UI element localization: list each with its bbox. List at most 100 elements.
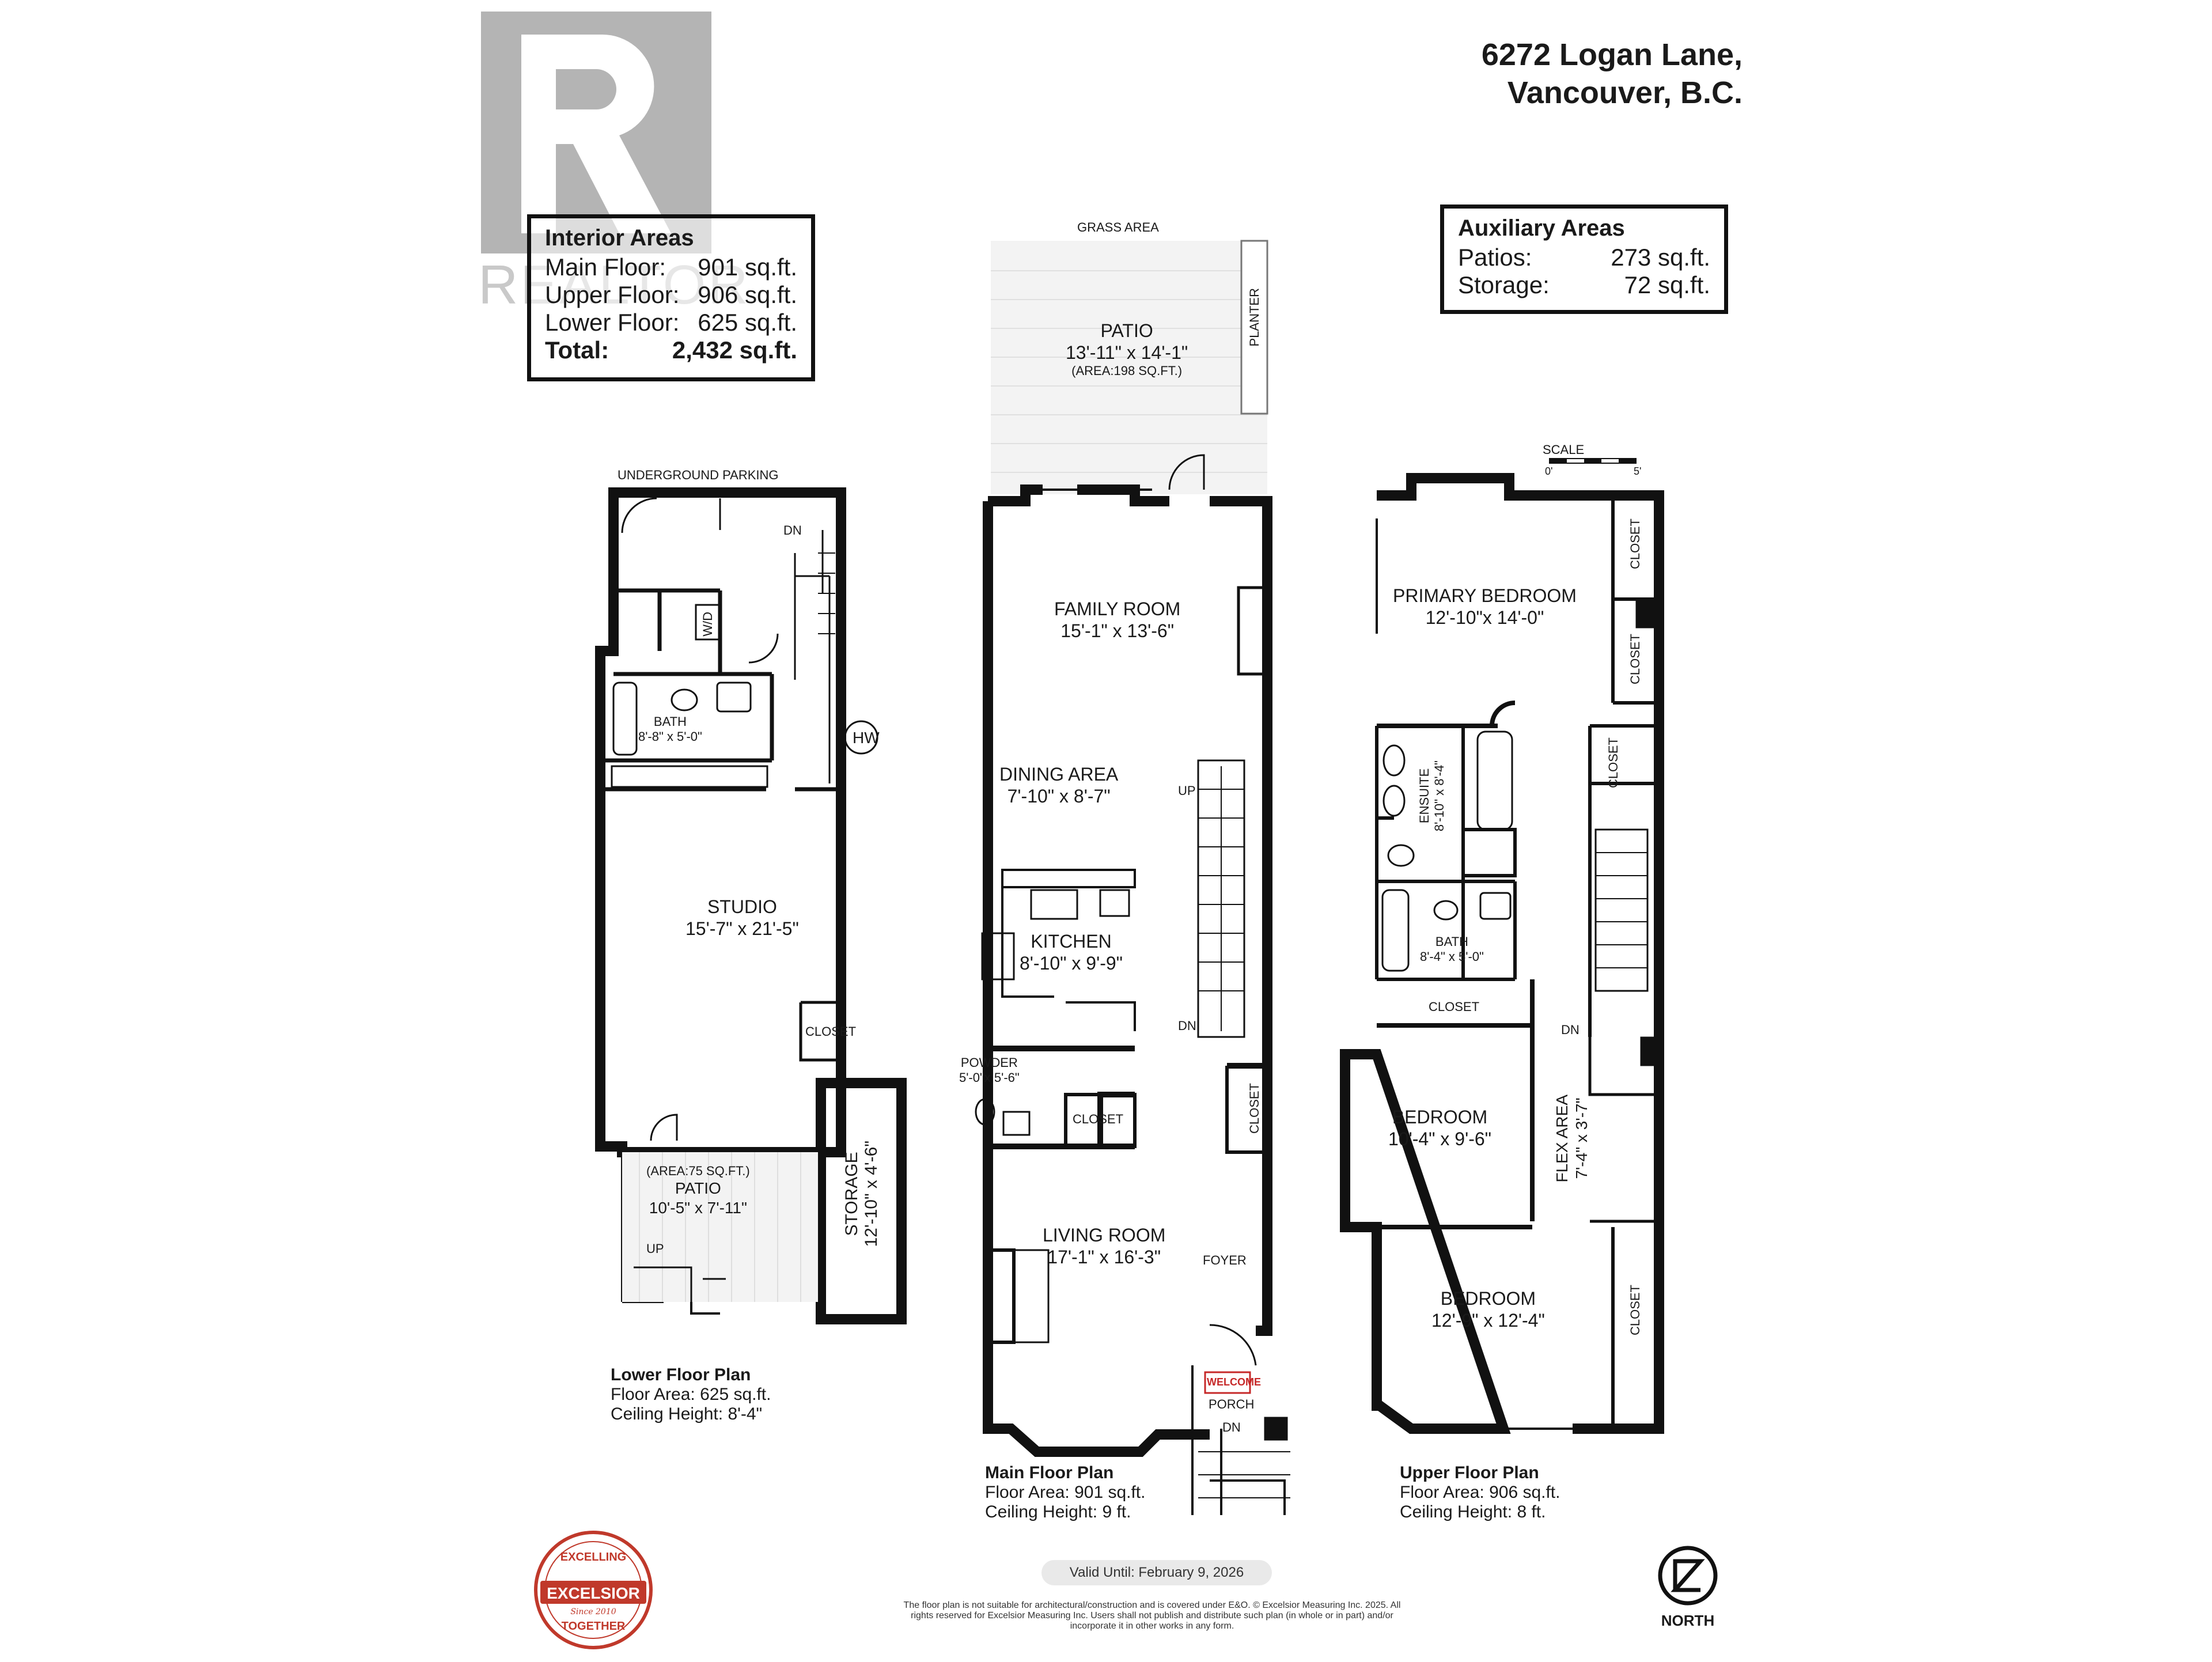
foyer-label: FOYER [1203, 1253, 1247, 1267]
room-dim: 15'-1" x 13'-6" [1060, 620, 1175, 641]
welcome-mat-label: WELCOME [1207, 1376, 1261, 1388]
disclaimer-text: The floor plan is not suitable for archi… [903, 1600, 1401, 1631]
room-dim: 5'-0"x 5'-6" [959, 1070, 1020, 1085]
room-name: LIVING ROOM [1043, 1225, 1166, 1245]
row-label: Lower Floor: [545, 309, 680, 336]
room-name: DINING AREA [999, 764, 1119, 785]
room-dim: 8'-10" x 9'-9" [1020, 953, 1123, 974]
interior-areas-title: Interior Areas [545, 225, 694, 251]
flex-area-label: FLEX AREA 7'-4" x 3'-7" [1552, 1095, 1592, 1183]
upper-closet-b-label: CLOSET [1628, 634, 1642, 685]
room-name: PATIO [1100, 320, 1153, 341]
lower-floor-caption: Lower Floor Plan Floor Area: 625 sq.ft. … [611, 1365, 771, 1424]
interior-row-main: Main Floor:901 sq.ft. [545, 253, 797, 281]
address-line-1: 6272 Logan Lane, [1481, 37, 1743, 72]
dining-area-label: DINING AREA 7'-10" x 8'-7" [999, 763, 1118, 807]
excelsior-logo: EXCELLING EXCELSIOR Since 2010 TOGETHER [524, 1521, 662, 1659]
row-label: Storage: [1458, 271, 1550, 298]
lower-floor-ceiling: Ceiling Height: 8'-4" [611, 1404, 763, 1424]
row-label: Total: [545, 336, 609, 364]
room-name: PRIMARY BEDROOM [1393, 585, 1577, 606]
main-floor-walls [975, 240, 1290, 1515]
room-dim: 10'-5" x 7'-11" [649, 1199, 747, 1217]
interior-row-total: Total: 2,432 sq.ft. [545, 336, 797, 364]
upper-floor-area: Floor Area: 906 sq.ft. [1400, 1483, 1560, 1502]
room-name: STORAGE [842, 1152, 861, 1236]
row-value: 72 sq.ft. [1624, 271, 1710, 298]
room-dim: 7'-10" x 8'-7" [1007, 786, 1111, 807]
primary-bedroom-label: PRIMARY BEDROOM 12'-10"x 14'-0" [1393, 585, 1577, 629]
ensuite-label: ENSUITE 8'-10" x 8'-4" [1417, 760, 1447, 831]
lower-floor-walls [595, 487, 907, 1324]
interior-row-lower: Lower Floor: 625 sq.ft. [545, 309, 797, 336]
planter-label: PLANTER [1247, 288, 1262, 347]
row-value: 625 sq.ft. [698, 309, 797, 336]
realtor-logo-icon [481, 12, 711, 253]
upper-closet-d-label: CLOSET [1429, 1000, 1480, 1014]
logo-main-text: EXCELSIOR [547, 1584, 640, 1602]
lower-up-label: UP [646, 1241, 664, 1256]
row-value: 901 sq.ft. [698, 253, 797, 281]
main-patio-label: PATIO 13'-11" x 14'-1" (AREA:198 SQ.FT.) [1066, 320, 1188, 378]
washer-dryer-label: W/D [700, 612, 715, 637]
room-area: (AREA:198 SQ.FT.) [1071, 364, 1183, 378]
row-value: 2,432 sq.ft. [672, 336, 797, 364]
main-floor-title: Main Floor Plan [985, 1463, 1114, 1482]
main-floor-caption: Main Floor Plan Floor Area: 901 sq.ft. C… [985, 1463, 1145, 1522]
room-name: ENSUITE [1417, 768, 1431, 824]
scale-ruler-icon [1549, 458, 1637, 464]
address-line-2: Vancouver, B.C. [1507, 75, 1743, 110]
underground-parking-label: UNDERGROUND PARKING [618, 468, 779, 482]
room-dim: 7'-4" x 3'-7" [1573, 1097, 1590, 1179]
scale-start: 0' [1545, 465, 1553, 477]
porch-dn-label: DN [1222, 1420, 1241, 1434]
room-name: BEDROOM [1440, 1288, 1536, 1309]
room-dim: 12'-10"x 14'-0" [1425, 607, 1544, 628]
upper-closet-e-label: CLOSET [1628, 1285, 1642, 1336]
room-dim: 8'-4" x 5'-0" [1420, 949, 1484, 964]
row-value: 906 sq.ft. [698, 281, 797, 308]
lower-floor-title: Lower Floor Plan [611, 1365, 751, 1384]
main-floor-ceiling: Ceiling Height: 9 ft. [985, 1502, 1131, 1521]
row-value: 273 sq.ft. [1611, 244, 1710, 271]
aux-row-patios: Patios:273 sq.ft. [1458, 244, 1710, 271]
aux-row-storage: Storage: 72 sq.ft. [1458, 271, 1710, 299]
room-dim: 10'-4" x 9'-6" [1388, 1129, 1492, 1149]
logo-since-text: Since 2010 [570, 1607, 616, 1616]
grass-area-label: GRASS AREA [1077, 220, 1159, 234]
bedroom-2-label: BEDROOM 12'-9" x 12'-4" [1431, 1288, 1545, 1331]
kitchen-label: KITCHEN 8'-10" x 9'-9" [1020, 930, 1123, 974]
scale-label: SCALE [1543, 442, 1585, 457]
upper-floor-ceiling: Ceiling Height: 8 ft. [1400, 1502, 1546, 1521]
hot-water-label: HW [853, 729, 880, 747]
room-name: POWDER [960, 1055, 1018, 1070]
row-label: Upper Floor: [545, 281, 680, 308]
room-name: FLEX AREA [1553, 1095, 1571, 1183]
room-dim: 15'-7" x 21'-5" [685, 918, 799, 939]
main-floor-area: Floor Area: 901 sq.ft. [985, 1483, 1146, 1502]
main-closet-2-label: CLOSET [1247, 1083, 1262, 1134]
lower-bath-label: BATH 8'-8" x 5'-0" [638, 714, 702, 744]
room-dim: 12'-9" x 12'-4" [1431, 1310, 1545, 1331]
room-name: KITCHEN [1031, 931, 1112, 952]
room-dim: 8'-10" x 8'-4" [1432, 760, 1446, 832]
living-room-label: LIVING ROOM 17'-1" x 16'-3" [1043, 1224, 1165, 1268]
lower-floor-plan: UNDERGROUND PARKING DN W/D BATH 8'-8" x … [588, 461, 910, 1325]
interior-areas-box: Interior Areas Main Floor:901 sq.ft. Upp… [527, 214, 815, 381]
auxiliary-areas-box: Auxiliary Areas Patios:273 sq.ft. Storag… [1440, 205, 1728, 314]
room-dim: 13'-11" x 14'-1" [1066, 342, 1188, 363]
main-floor-plan: GRASS AREA PLANTER PATIO 13'-11" x 14'-1… [945, 213, 1302, 1515]
room-name: FAMILY ROOM [1054, 599, 1181, 619]
bedroom-1-label: BEDROOM 10'-4" x 9'-6" [1388, 1106, 1491, 1150]
upper-dn-label: DN [1561, 1023, 1580, 1037]
room-dim: 8'-8" x 5'-0" [638, 729, 702, 744]
north-arrow-icon [1658, 1546, 1718, 1606]
porch-label: PORCH [1209, 1397, 1255, 1411]
room-name: BEDROOM [1392, 1107, 1488, 1127]
lower-dn-label: DN [783, 523, 802, 537]
auxiliary-areas-title: Auxiliary Areas [1458, 215, 1625, 241]
family-room-label: FAMILY ROOM 15'-1" x 13'-6" [1054, 598, 1180, 642]
scale-bar: SCALE 0' 5' [1538, 442, 1653, 477]
logo-top-text: EXCELLING [560, 1551, 627, 1563]
lower-patio-label: (AREA:75 SQ.FT.) PATIO 10'-5" x 7'-11" [646, 1164, 750, 1218]
